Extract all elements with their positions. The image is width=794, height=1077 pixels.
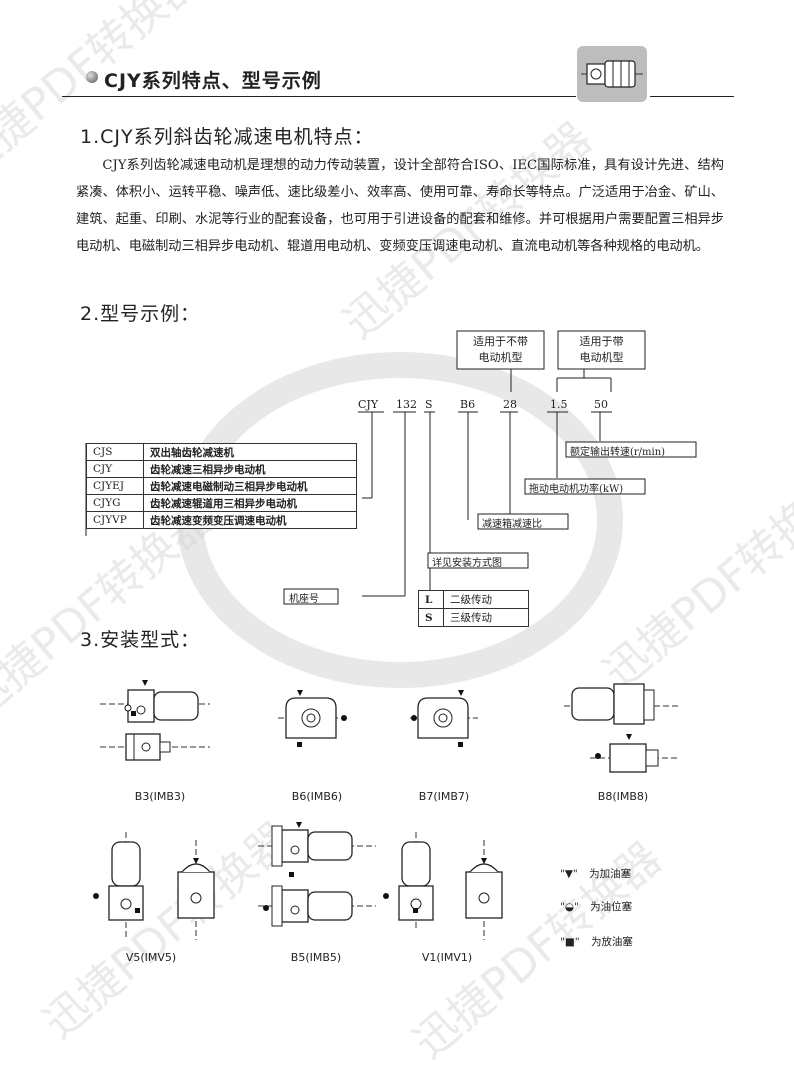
header-rule-left bbox=[62, 96, 576, 97]
label-with-motor-line2: 电动机型 bbox=[579, 351, 624, 364]
fill-plug-icon: "▼" bbox=[560, 868, 578, 880]
v1-drawing bbox=[383, 841, 503, 921]
section1-title: 1.CJY系列斜齿轮减速电机特点： bbox=[80, 126, 374, 148]
label-with-motor: 适用于带 电动机型 bbox=[558, 334, 645, 366]
speed-label-box bbox=[565, 441, 697, 458]
output-speed-label: 额定输出转速(r/min) bbox=[570, 447, 666, 458]
code-speed: 50 bbox=[594, 398, 608, 411]
drain-plug-icon: "■" bbox=[560, 936, 580, 948]
caption-v5: V5(IMV5) bbox=[125, 951, 177, 964]
features-text: CJY系列齿轮减速电动机是理想的动力传动装置，设计全部符合ISO、IEC国际标准… bbox=[76, 158, 724, 254]
header-rule-right bbox=[650, 96, 734, 97]
b8-drawing bbox=[571, 683, 659, 773]
stage-desc: 三级传动 bbox=[443, 608, 529, 627]
mounting-drawings bbox=[93, 680, 680, 940]
caption-b3: B3(IMB3) bbox=[134, 790, 186, 803]
label-without-motor-line1: 适用于不带 bbox=[473, 335, 528, 348]
b7-drawing bbox=[411, 690, 469, 747]
legend-fill-plug: "▼" 为加油塞 bbox=[560, 866, 631, 881]
v5-drawing bbox=[93, 841, 215, 921]
box-without-motor bbox=[456, 330, 545, 370]
code-ratio: 28 bbox=[503, 398, 517, 411]
ratio-label-box bbox=[477, 513, 569, 530]
b5-drawing bbox=[263, 822, 353, 927]
code-power: 1.5 bbox=[550, 398, 568, 411]
label-without-motor-line2: 电动机型 bbox=[478, 351, 523, 364]
level-plug-icon: "◒" bbox=[560, 901, 579, 913]
series-code: CJY bbox=[86, 460, 144, 478]
model-code-diagram bbox=[85, 330, 697, 605]
mounting-label-box bbox=[427, 552, 529, 569]
frame-label: 机座号 bbox=[289, 594, 319, 605]
gear-motor-logo-icon bbox=[577, 46, 647, 102]
series-code: CJS bbox=[86, 443, 144, 461]
frame-label-box bbox=[283, 588, 339, 605]
caption-b8: B8(IMB8) bbox=[597, 790, 649, 803]
caption-b5: B5(IMB5) bbox=[290, 951, 342, 964]
code-mounting: B6 bbox=[460, 398, 476, 411]
section1-paragraph: CJY系列齿轮减速电动机是理想的动力传动装置，设计全部符合ISO、IEC国际标准… bbox=[76, 152, 724, 260]
code-stage: S bbox=[425, 398, 433, 411]
code-series: CJY bbox=[358, 398, 379, 411]
motor-power-label: 拖动电动机功率(kW) bbox=[529, 484, 624, 495]
bullet-icon bbox=[86, 71, 98, 83]
mounting-label: 详见安装方式图 bbox=[432, 558, 502, 569]
series-desc: 齿轮减速变频变压调速电动机 bbox=[143, 511, 357, 529]
power-label-box bbox=[524, 478, 646, 495]
b6-drawing bbox=[285, 690, 347, 747]
code-frame: 132 bbox=[396, 398, 417, 411]
page-title: CJY系列特点、型号示例 bbox=[104, 70, 322, 92]
legend-level-plug: "◒" 为油位塞 bbox=[560, 899, 632, 914]
caption-v1: V1(IMV1) bbox=[421, 951, 473, 964]
ratio-label: 减速箱减速比 bbox=[482, 519, 542, 530]
series-code: CJYVP bbox=[86, 511, 144, 529]
label-without-motor: 适用于不带 电动机型 bbox=[457, 334, 544, 366]
label-with-motor-line1: 适用于带 bbox=[579, 335, 624, 348]
legend-text: 为油位塞 bbox=[590, 901, 633, 913]
b3-drawing bbox=[124, 680, 199, 761]
section3-title: 3.安装型式： bbox=[80, 629, 201, 651]
section2-title: 2.型号示例： bbox=[80, 303, 201, 325]
box-with-motor bbox=[557, 330, 646, 370]
legend-text: 为加油塞 bbox=[589, 868, 632, 880]
caption-b7: B7(IMB7) bbox=[418, 790, 470, 803]
series-code: CJYEJ bbox=[86, 477, 144, 495]
caption-b6: B6(IMB6) bbox=[291, 790, 343, 803]
legend-text: 为放油塞 bbox=[590, 936, 633, 948]
legend-drain-plug: "■" 为放油塞 bbox=[560, 934, 633, 949]
